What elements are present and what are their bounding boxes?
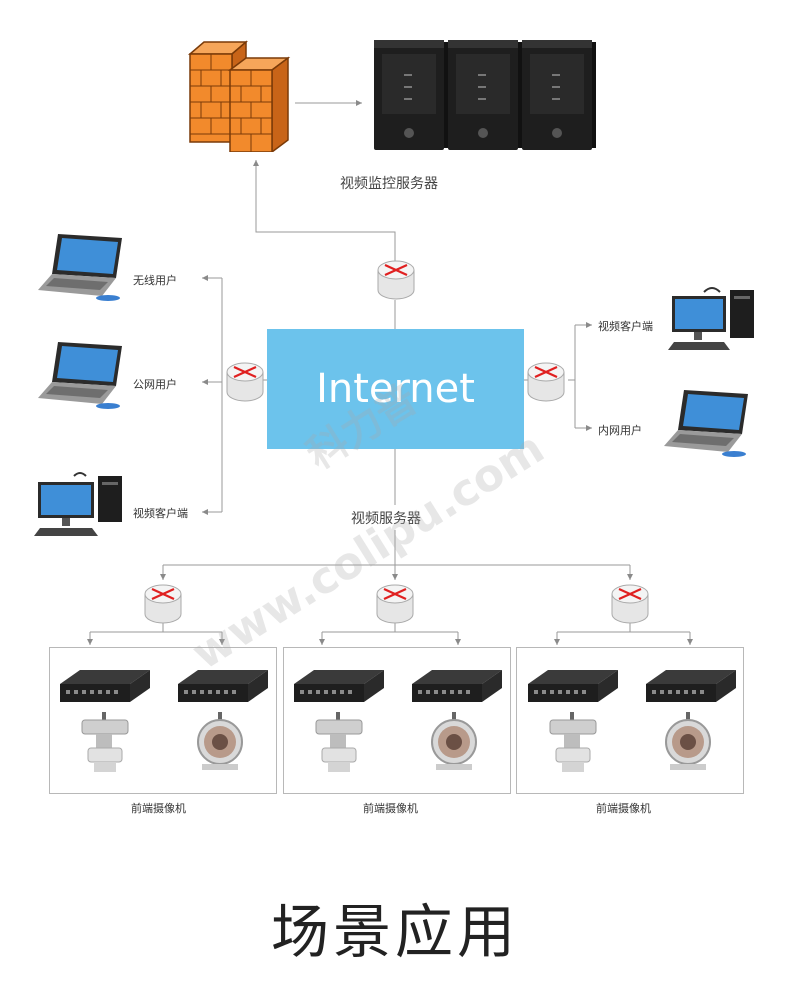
- client-label-intranet: 内网用户: [598, 424, 642, 437]
- front-camera-label: 前端摄像机: [363, 802, 418, 815]
- laptop-icon: [664, 390, 748, 457]
- firewall-icon: [187, 40, 291, 152]
- encoder-box-icon: [646, 670, 736, 702]
- front-camera-label: 前端摄像机: [596, 802, 651, 815]
- server-tower-icon: [522, 40, 596, 150]
- ptz-camera-icon: [549, 712, 597, 772]
- video-server-label: 视频服务器: [351, 511, 421, 527]
- client-label-wireless: 无线用户: [133, 274, 177, 287]
- encoder-box-icon: [528, 670, 618, 702]
- encoder-box-icon: [294, 670, 384, 702]
- desktop-computer-icon: [668, 287, 754, 350]
- desktop-computer-icon: [34, 472, 122, 536]
- dome-camera-icon: [197, 712, 243, 770]
- dome-camera-icon: [431, 712, 477, 770]
- laptop-icon: [38, 234, 122, 301]
- dome-camera-icon: [665, 712, 711, 770]
- server-label: 视频监控服务器: [340, 176, 438, 192]
- laptop-icon: [38, 342, 122, 409]
- router-icon: [527, 362, 565, 402]
- client-label-public: 公网用户: [133, 378, 177, 391]
- server-tower-icon: [374, 40, 448, 150]
- server-tower-icon: [448, 40, 522, 150]
- encoder-box-icon: [60, 670, 150, 702]
- router-icon: [376, 584, 414, 624]
- router-icon: [144, 584, 182, 624]
- internet-cloud-box: Internet: [267, 329, 524, 449]
- encoder-box-icon: [178, 670, 268, 702]
- router-icon: [611, 584, 649, 624]
- front-camera-label: 前端摄像机: [131, 802, 186, 815]
- ptz-camera-icon: [315, 712, 363, 772]
- router-icon: [226, 362, 264, 402]
- client-label-video-client-right: 视频客户端: [598, 320, 653, 333]
- ptz-camera-icon: [81, 712, 129, 772]
- encoder-box-icon: [412, 670, 502, 702]
- client-label-video-client-left: 视频客户端: [133, 507, 188, 520]
- page-title: 场景应用: [270, 898, 519, 966]
- router-icon: [377, 260, 415, 300]
